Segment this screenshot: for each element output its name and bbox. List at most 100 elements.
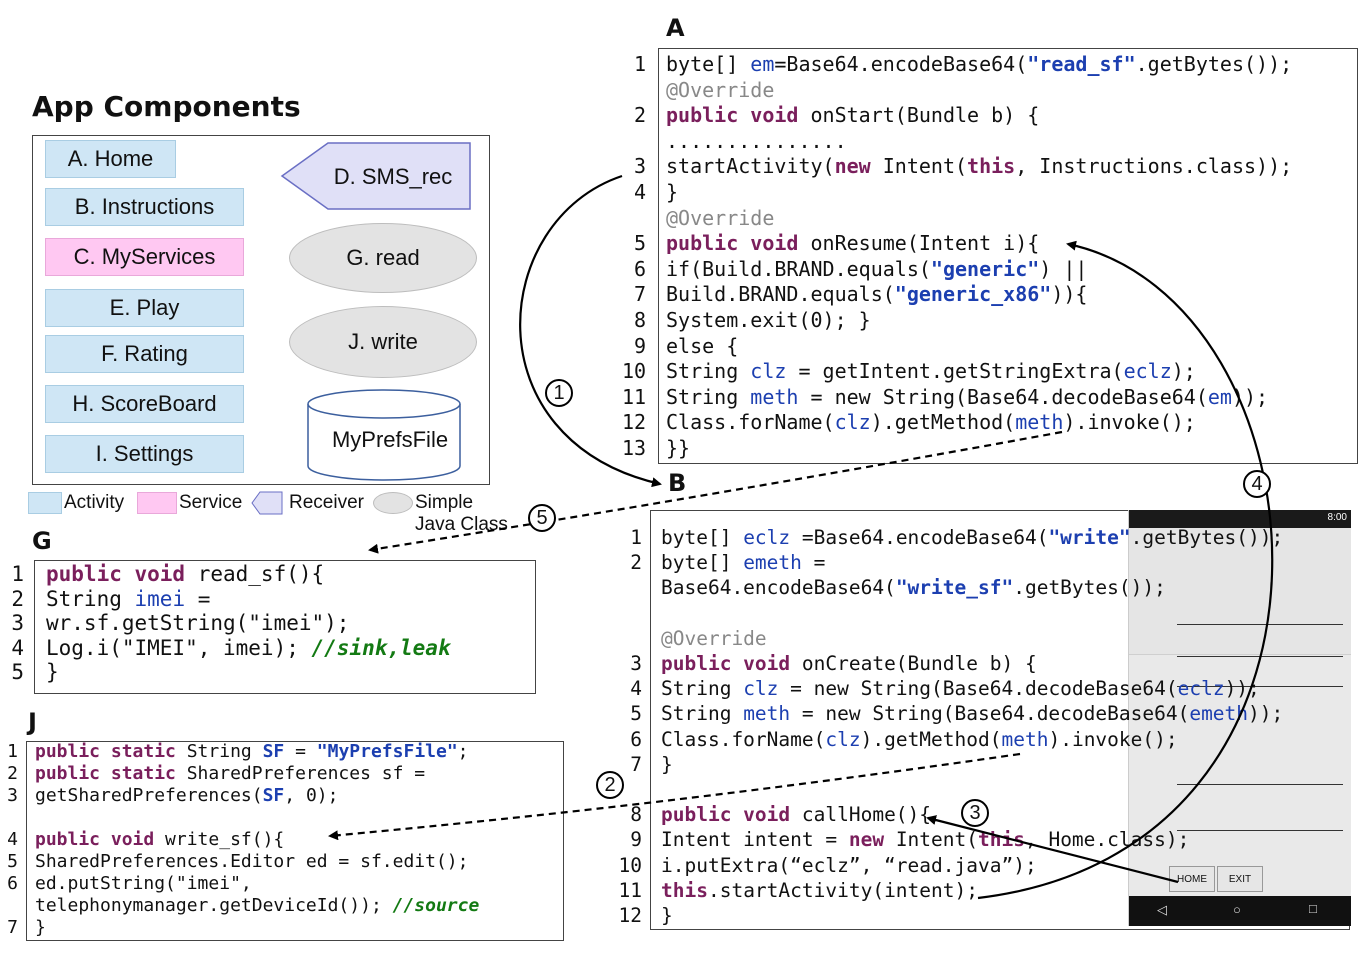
home-icon[interactable]: ○ — [1233, 902, 1241, 917]
line-number: 2 — [11, 586, 24, 611]
code-token: wr.sf.getString("imei"); — [46, 611, 350, 636]
code-token: public void — [666, 103, 811, 128]
line-number: 1 — [11, 562, 24, 586]
code-line: ............... — [666, 129, 847, 153]
code-token: ) || — [1039, 256, 1088, 281]
recents-icon[interactable]: □ — [1309, 901, 1317, 916]
code-token: getSharedPreferences( — [35, 785, 263, 806]
line-number: 2 — [7, 763, 18, 784]
arrow-step-4 — [977, 240, 1274, 900]
legend-simple-class-label: Simple — [415, 492, 474, 513]
component-scoreboard: H. ScoreBoard — [45, 385, 244, 423]
line-number: 11 — [618, 878, 642, 902]
code-line: public void write_sf(){ — [35, 829, 284, 850]
code-token: "generic_x86" — [894, 282, 1052, 307]
code-token: .startActivity(intent); — [707, 878, 978, 902]
code-token: SF — [262, 741, 285, 762]
line-number: 3 — [11, 611, 24, 636]
step-1-marker: 1 — [545, 379, 573, 407]
code-line: Build.BRAND.equals("generic_x86")){ — [666, 282, 1087, 306]
code-line: byte[] em=Base64.encodeBase64("read_sf".… — [666, 52, 1292, 76]
code-token: .getBytes()); — [1135, 52, 1293, 76]
code-token: eclz — [1177, 677, 1225, 701]
code-token: Intent( — [895, 828, 978, 852]
line-number: 12 — [618, 904, 642, 927]
code-line: this.startActivity(intent); — [661, 879, 978, 902]
code-token: @Override — [666, 205, 775, 230]
code-token: } — [46, 660, 59, 685]
line-number: 5 — [630, 702, 642, 726]
line-number: 6 — [7, 873, 18, 894]
code-line: getSharedPreferences(SF, 0); — [35, 785, 338, 806]
code-line: public static SharedPreferences sf = — [35, 763, 425, 784]
legend-activity-swatch — [28, 492, 62, 514]
code-line: String clz = new String(Base64.decodeBas… — [661, 677, 1260, 700]
code-token: =Base64.encodeBase64( — [790, 526, 1049, 549]
code-token: , Home.class); — [1024, 828, 1190, 852]
code-line: String meth = new String(Base64.decodeBa… — [666, 385, 1268, 409]
component-read: G. read — [289, 223, 477, 293]
line-number: 7 — [7, 917, 18, 938]
code-token: = new String(Base64.decodeBase64( — [790, 702, 1190, 726]
code-line: public void callHome(){ — [661, 803, 931, 826]
component-play: E. Play — [45, 289, 244, 327]
line-number: 3 — [630, 652, 642, 675]
code-token: = new String(Base64.decodeBase64( — [778, 677, 1178, 701]
line-number: 4 — [7, 829, 18, 850]
receiver-shape — [280, 142, 471, 210]
code-token: String — [46, 586, 135, 611]
code-token: ............... — [666, 128, 847, 153]
code-token: ).getMethod( — [860, 727, 1002, 751]
component-myservices: C. MyServices — [45, 238, 244, 276]
code-token: , Instructions.class)); — [1015, 154, 1293, 179]
back-icon[interactable]: ◁ — [1157, 902, 1167, 917]
code-line: startActivity(new Intent(this, Instructi… — [666, 154, 1292, 178]
code-token: public void — [661, 803, 802, 827]
line-number: 7 — [633, 282, 646, 307]
code-token: public static — [35, 741, 187, 762]
code-line: String imei = — [46, 587, 210, 611]
line-number: 5 — [7, 851, 18, 872]
step-5-marker: 5 — [528, 504, 556, 532]
code-line: @Override — [666, 206, 774, 230]
code-line: wr.sf.getString("imei"); — [46, 611, 349, 635]
code-token: } — [35, 917, 46, 938]
phone-divider — [1177, 686, 1343, 687]
code-token: ).invoke(); — [1048, 727, 1178, 751]
code-line: String meth = new String(Base64.decodeBa… — [661, 702, 1283, 725]
phone-divider — [1177, 784, 1343, 785]
code-token: clz — [743, 677, 779, 701]
code-line: public void onCreate(Bundle b) { — [661, 652, 1037, 675]
app-components-box — [32, 135, 490, 485]
code-token: this — [661, 878, 708, 902]
code-token: "read_sf" — [1027, 52, 1136, 76]
code-line: byte[] eclz =Base64.encodeBase64("write"… — [661, 526, 1283, 549]
code-line: i.putExtra(“eclz”, “read.java”); — [661, 854, 1037, 877]
code-token: }} — [666, 436, 691, 460]
code-token: ).invoke(); — [1063, 410, 1196, 435]
code-token: clz — [750, 359, 787, 384]
code-token: ).getMethod( — [870, 410, 1016, 435]
file-cylinder-icon — [307, 389, 461, 481]
arrow-step-1 — [519, 174, 662, 488]
code-line: byte[] emeth = — [661, 551, 825, 574]
line-number: 4 — [11, 635, 24, 660]
code-token: imei — [134, 586, 186, 611]
code-token: byte[] — [666, 52, 751, 76]
code-token: this — [967, 154, 1016, 179]
code-token: System.exit(0); } — [666, 308, 871, 332]
phone-exit-button[interactable]: EXIT — [1217, 866, 1263, 892]
code-token: read_sf(){ — [197, 562, 325, 586]
line-number: 5 — [633, 231, 646, 256]
code-line: } — [35, 917, 46, 938]
code-token: startActivity( — [666, 154, 835, 179]
code-line: }} — [666, 436, 690, 460]
code-token: SF — [262, 785, 285, 806]
code-token: meth — [1001, 727, 1049, 751]
code-token: byte[] — [661, 526, 744, 549]
line-number: 3 — [633, 154, 646, 179]
phone-status-bar: 8:00 — [1129, 510, 1351, 528]
code-line: Base64.encodeBase64("write_sf".getBytes(… — [661, 576, 1166, 599]
code-token: , 0); — [284, 785, 339, 806]
